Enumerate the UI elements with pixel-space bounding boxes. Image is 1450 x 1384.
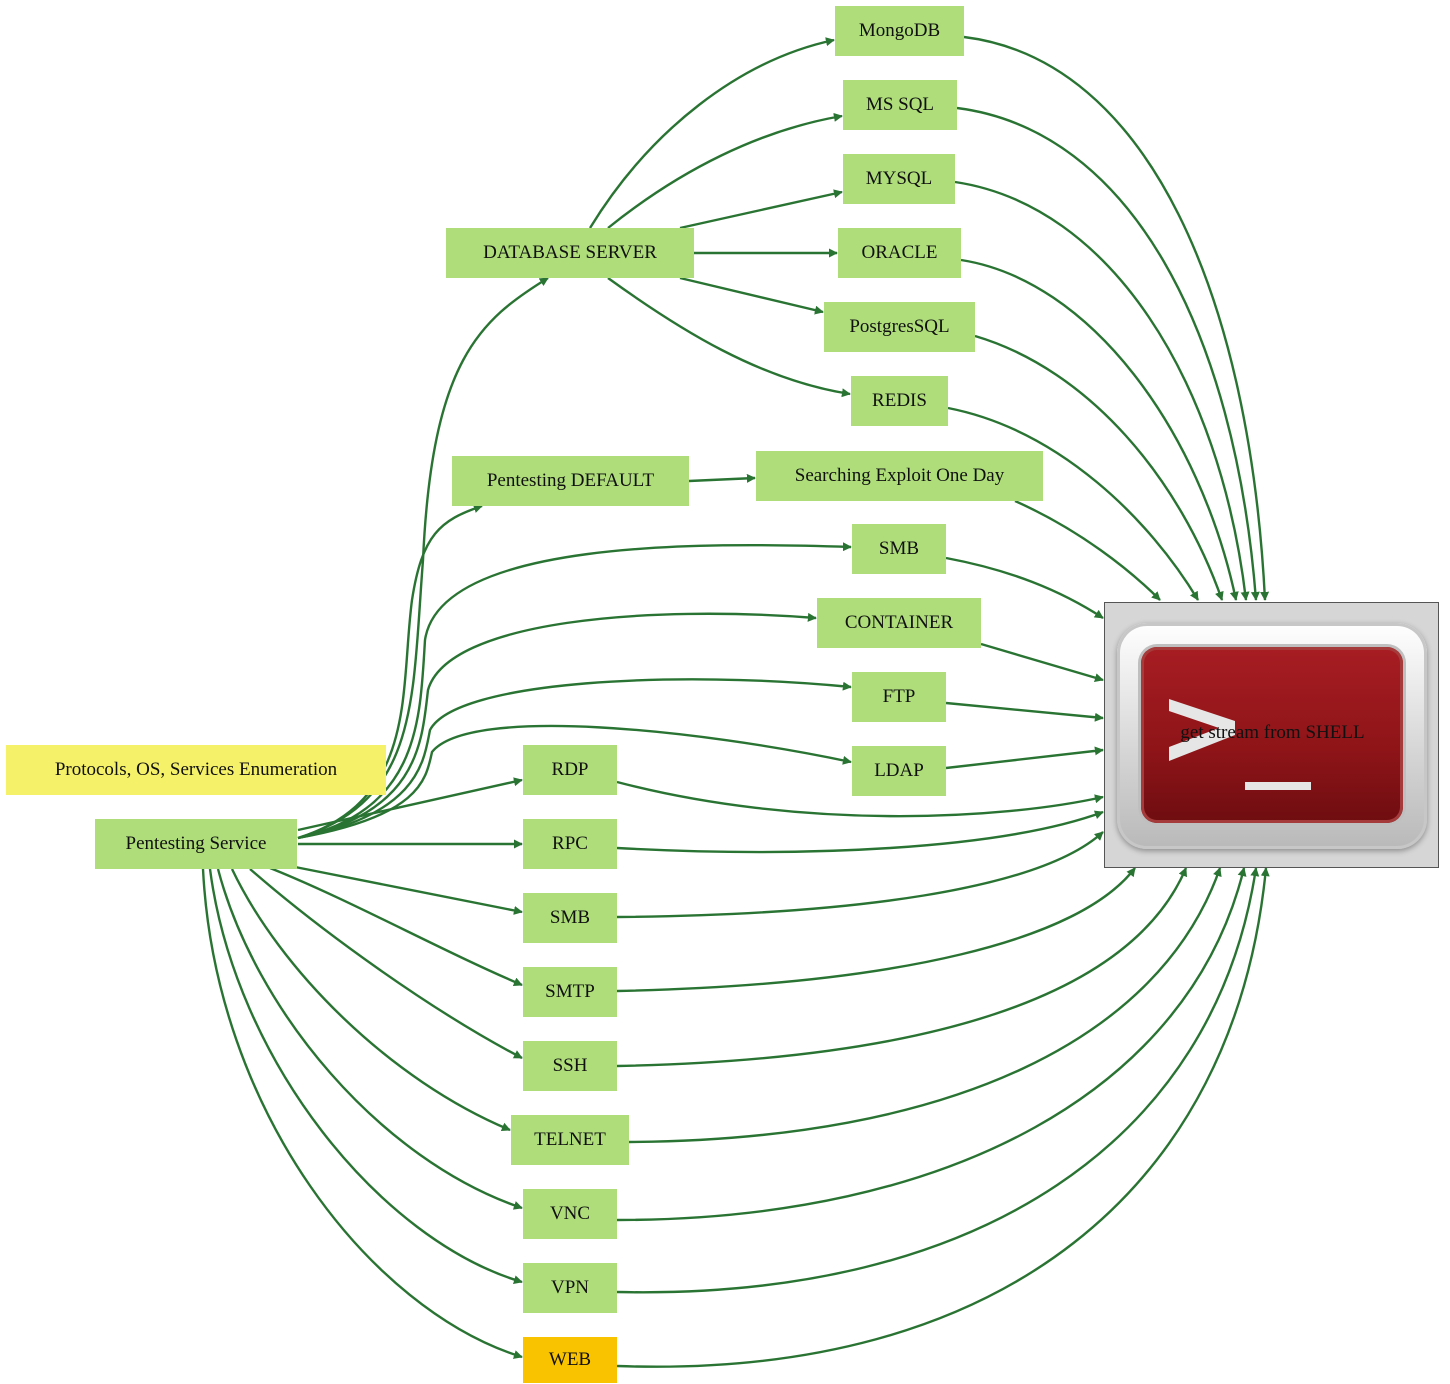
edge-vpn-shell	[616, 867, 1260, 1294]
edge-ftp-shell	[945, 701, 1104, 722]
edge-db-mssql	[607, 112, 843, 229]
edge-db-redis	[607, 277, 851, 398]
edge-service-ldap	[297, 724, 852, 840]
edge-web-shell	[616, 867, 1270, 1368]
web-node[interactable]: WEB	[523, 1337, 617, 1383]
edge-smb-upper-shell	[945, 556, 1104, 620]
edge-service-vnc	[216, 868, 523, 1210]
edge-db-mysql	[679, 189, 843, 230]
mysql-node[interactable]: MYSQL	[843, 154, 955, 204]
shell-label: get stream from SHELL	[1180, 722, 1365, 743]
prompt-chevron-icon	[1169, 699, 1235, 761]
edge-service-smtp	[269, 866, 523, 987]
pentesting-service-node[interactable]: Pentesting Service	[95, 819, 297, 869]
pentesting-default-node[interactable]: Pentesting DEFAULT	[452, 456, 689, 506]
cursor-underscore-icon	[1245, 782, 1311, 790]
database-server-node[interactable]: DATABASE SERVER	[446, 228, 694, 278]
edge-mongodb-shell	[963, 35, 1270, 601]
container-node[interactable]: CONTAINER	[817, 598, 981, 648]
edge-service-telnet	[230, 868, 511, 1132]
edge-smb-lower-shell	[616, 831, 1104, 919]
ssh-node[interactable]: SSH	[523, 1041, 617, 1091]
edge-service-vpn	[208, 868, 523, 1285]
edge-oracle-shell	[960, 258, 1239, 601]
ftp-node[interactable]: FTP	[852, 672, 946, 722]
edge-db-postgres	[679, 276, 824, 315]
rpc-node[interactable]: RPC	[523, 819, 617, 869]
oracle-node[interactable]: ORACLE	[838, 228, 961, 278]
enumeration-note: Protocols, OS, Services Enumeration	[6, 745, 386, 795]
rdp-node[interactable]: RDP	[523, 745, 617, 795]
edge-postgres-shell	[974, 334, 1224, 601]
redis-node[interactable]: REDIS	[851, 376, 948, 426]
edge-container-shell	[980, 642, 1104, 683]
vpn-node[interactable]: VPN	[523, 1263, 617, 1313]
edge-service-smb-lower	[289, 864, 523, 915]
edge-mysql-shell	[954, 180, 1250, 601]
vnc-node[interactable]: VNC	[523, 1189, 617, 1239]
edge-default-exploit	[688, 473, 756, 483]
mongodb-node[interactable]: MongoDB	[835, 6, 964, 56]
edge-service-container	[297, 612, 817, 840]
edge-smtp-shell	[616, 867, 1136, 993]
edge-rdp-shell	[616, 780, 1104, 818]
terminal-icon	[1117, 623, 1427, 849]
edge-ldap-shell	[945, 746, 1104, 770]
smb-lower-node[interactable]: SMB	[523, 893, 617, 943]
edge-telnet-shell	[628, 867, 1222, 1144]
edge-service-ftp	[297, 678, 852, 840]
smtp-node[interactable]: SMTP	[523, 967, 617, 1017]
edge-vnc-shell	[616, 867, 1247, 1222]
edge-rpc-shell	[616, 810, 1104, 854]
edge-service-smb-upper	[297, 542, 852, 840]
edge-service-web	[201, 868, 523, 1359]
postgressql-node[interactable]: PostgresSQL	[824, 302, 975, 352]
mssql-node[interactable]: MS SQL	[843, 80, 957, 130]
edge-service-rdp	[297, 777, 523, 832]
terminal-screen	[1141, 647, 1403, 823]
edge-redis-shell	[947, 406, 1200, 601]
edge-exploit-shell	[1014, 499, 1161, 601]
edge-service-ssh	[249, 868, 523, 1060]
edge-mssql-shell	[956, 106, 1260, 601]
edge-db-mongodb	[588, 37, 835, 229]
telnet-node[interactable]: TELNET	[511, 1115, 629, 1165]
edge-ssh-shell	[616, 867, 1188, 1068]
edge-service-default	[297, 504, 483, 840]
smb-upper-node[interactable]: SMB	[852, 524, 946, 574]
searching-exploit-node[interactable]: Searching Exploit One Day	[756, 451, 1043, 501]
shell-target-node[interactable]: get stream from SHELL	[1104, 602, 1439, 868]
ldap-node[interactable]: LDAP	[852, 746, 946, 796]
